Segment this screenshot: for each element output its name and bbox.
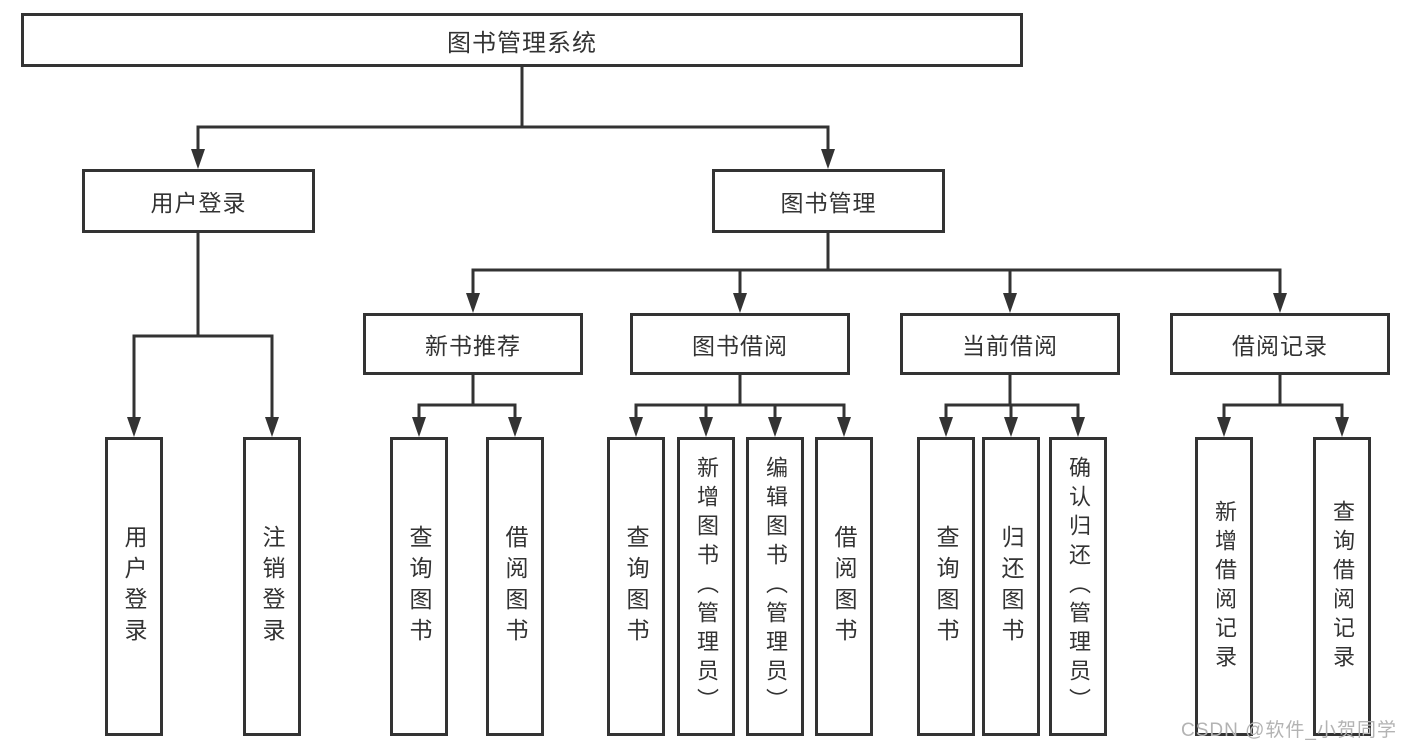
connector-bookborrow-to-leaves xyxy=(634,375,846,420)
leaf-borrow-books: 借阅图书 xyxy=(815,437,873,736)
connector-currentborrow-to-leaves xyxy=(944,375,1080,420)
leaf-borrow-books-recommend: 借阅图书 xyxy=(486,437,544,736)
node-library-management-system: 图书管理系统 xyxy=(21,13,1023,67)
leaf-add-borrow-record: 新增借阅记录 xyxy=(1195,437,1253,736)
leaf-add-books-admin: 新增图书（管理员） xyxy=(677,437,735,736)
leaf-edit-books-admin: 编辑图书（管理员） xyxy=(746,437,804,736)
leaf-user-login: 用户登录 xyxy=(105,437,163,736)
node-book-borrowing: 图书借阅 xyxy=(630,313,850,375)
node-new-book-recommend: 新书推荐 xyxy=(363,313,583,375)
node-book-management: 图书管理 xyxy=(712,169,945,233)
connector-newbook-to-leaves xyxy=(417,375,517,420)
leaf-return-books: 归还图书 xyxy=(982,437,1040,736)
node-user-login: 用户登录 xyxy=(82,169,315,233)
connector-borrowrecords-to-leaves xyxy=(1222,375,1344,420)
connector-root-to-level2 xyxy=(196,67,830,152)
leaf-query-books-recommend: 查询图书 xyxy=(390,437,448,736)
leaf-query-books-current: 查询图书 xyxy=(917,437,975,736)
connector-userlogin-to-leaves xyxy=(132,233,274,420)
node-borrowing-records: 借阅记录 xyxy=(1170,313,1390,375)
leaf-query-borrow-record: 查询借阅记录 xyxy=(1313,437,1371,736)
leaf-query-books-borrow: 查询图书 xyxy=(607,437,665,736)
arrowheads xyxy=(127,149,1349,437)
csdn-watermark: CSDN @软件_小贺同学 xyxy=(1181,720,1397,741)
node-current-borrowing: 当前借阅 xyxy=(900,313,1120,375)
leaf-logout: 注销登录 xyxy=(243,437,301,736)
connector-bookmgmt-to-level3 xyxy=(471,233,1282,296)
leaf-confirm-return-admin: 确认归还（管理员） xyxy=(1049,437,1107,736)
